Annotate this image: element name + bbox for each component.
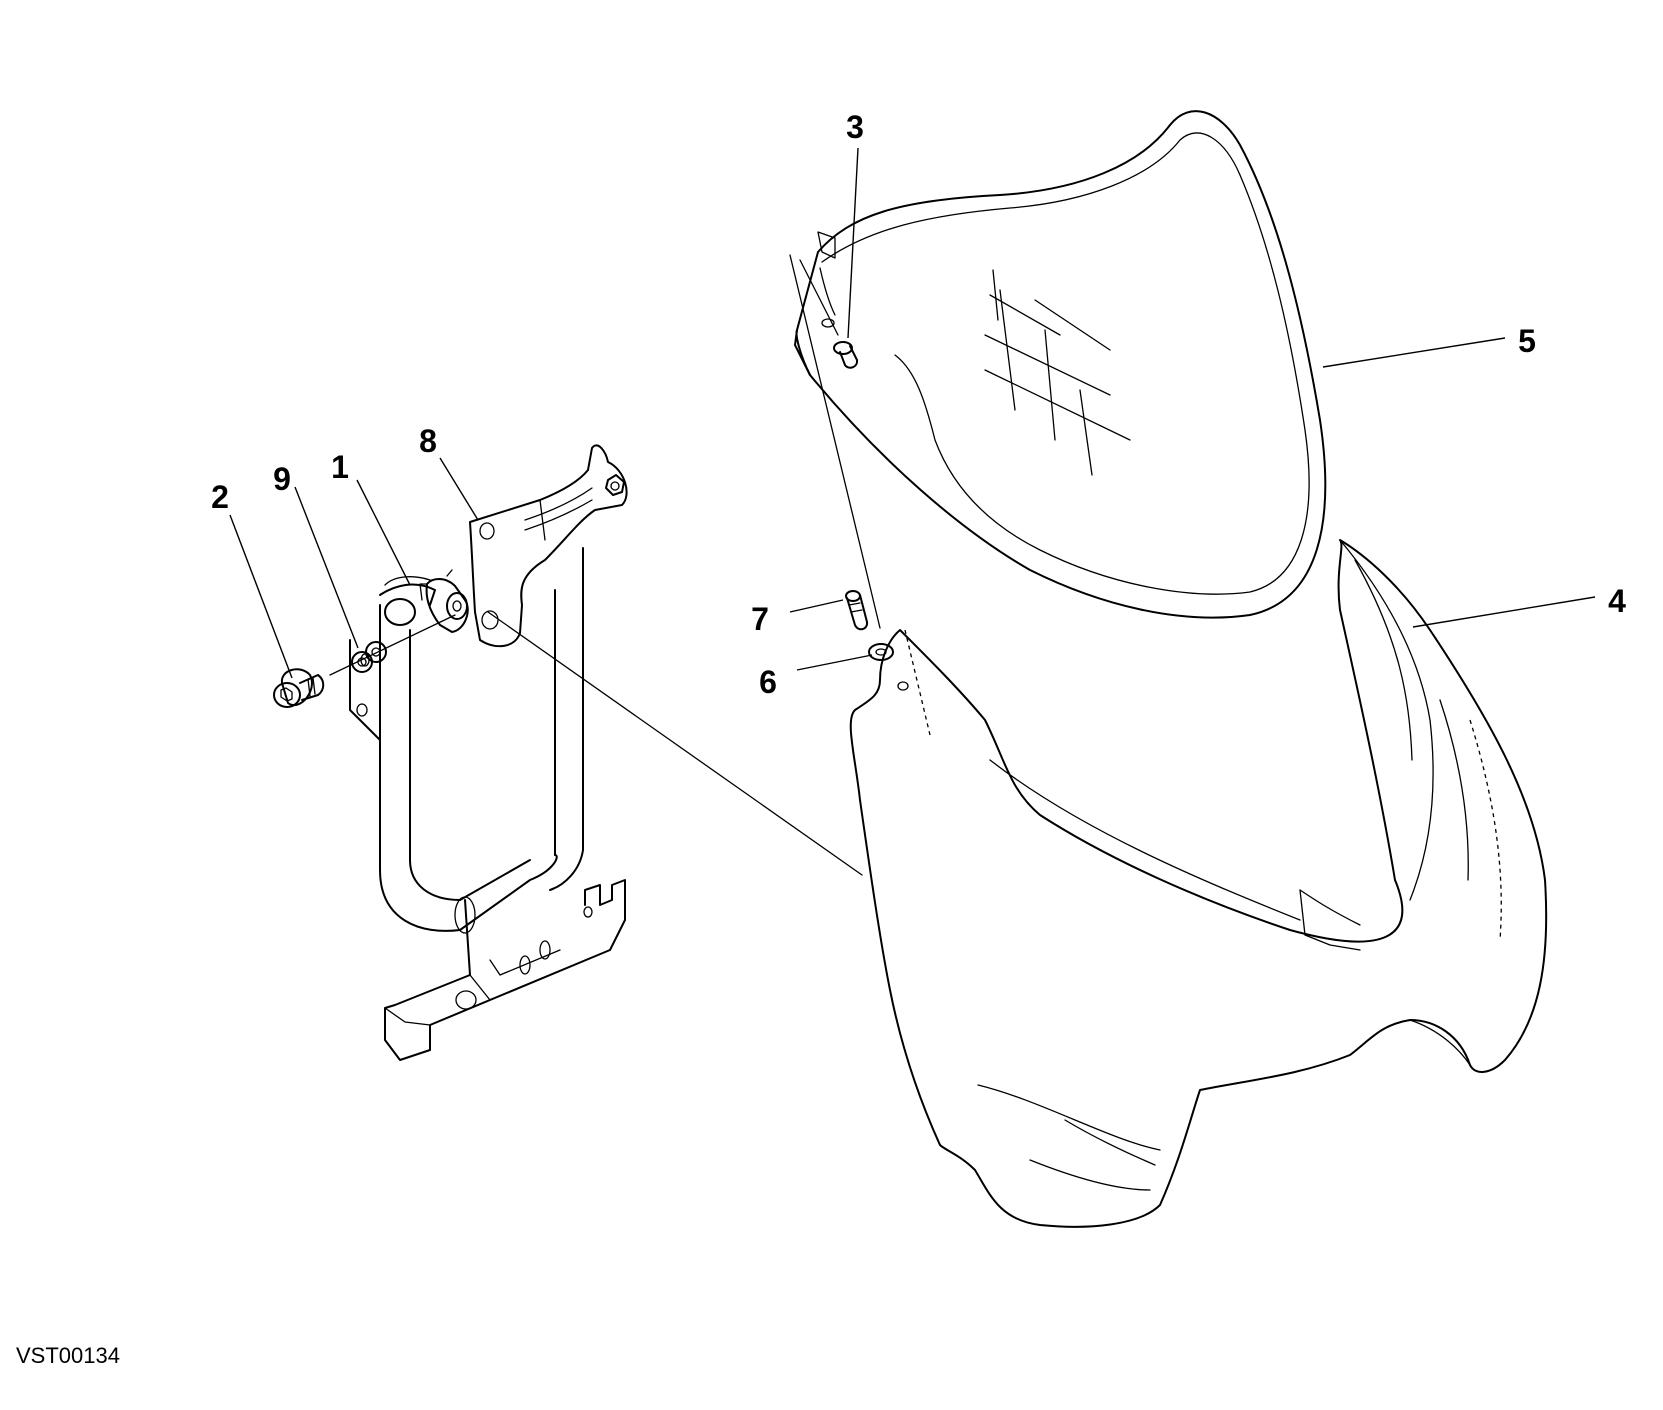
mounting-frame-part	[349, 547, 626, 1061]
leader-7	[789, 599, 844, 613]
leader-2	[229, 514, 293, 679]
fairing-washer-part	[868, 643, 909, 691]
windscreen-part	[794, 110, 1327, 619]
callout-6: 6	[759, 664, 777, 700]
bush-part	[419, 569, 469, 633]
leader-4	[1412, 596, 1596, 628]
leader-6	[796, 654, 873, 671]
leader-9	[294, 486, 359, 649]
leader-lines	[229, 147, 1596, 679]
drawing-code: VST00134	[16, 1343, 120, 1368]
bracket-part	[469, 444, 628, 648]
assembly-line	[487, 611, 863, 876]
fastener-axis-line	[789, 254, 881, 629]
callout-5: 5	[1518, 323, 1536, 359]
leader-1	[356, 479, 411, 586]
leader-8	[439, 457, 479, 521]
fairing-part	[849, 539, 1548, 1228]
screw-axis-line	[329, 614, 456, 676]
fairing-bolt-part	[845, 590, 869, 631]
callout-labels: 1 2 3 4 5 6 7 8 9	[211, 109, 1626, 700]
callout-7: 7	[751, 601, 769, 637]
callout-1: 1	[331, 449, 349, 485]
callout-4: 4	[1608, 583, 1626, 619]
callout-3: 3	[846, 109, 864, 145]
callout-8: 8	[419, 423, 437, 459]
callout-2: 2	[211, 479, 229, 515]
glass-reflection-marks	[984, 269, 1131, 476]
leader-3	[847, 147, 859, 339]
windscreen-screw-part	[799, 259, 859, 369]
mounting-screw-part	[273, 668, 325, 708]
leader-5	[1322, 337, 1506, 368]
washer-pair-part	[351, 641, 387, 673]
callout-9: 9	[273, 461, 291, 497]
